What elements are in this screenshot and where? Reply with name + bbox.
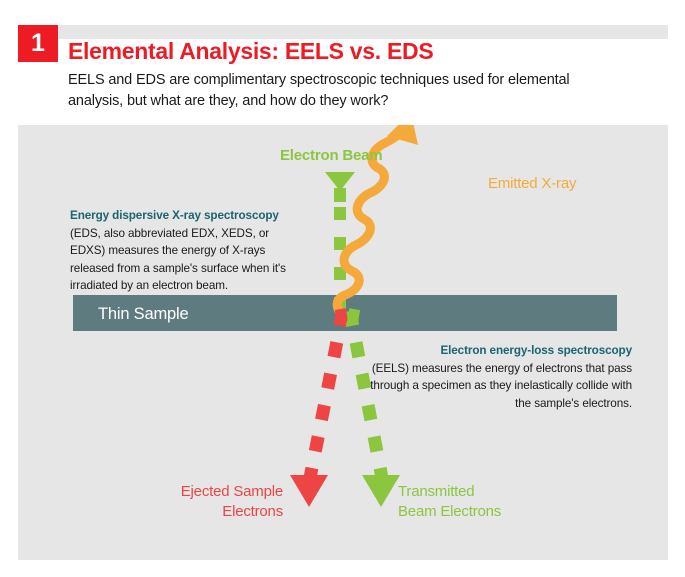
eels-body: (EELS) measures the energy of electrons …: [370, 362, 632, 410]
label-ejected-line1: Ejected Sample: [180, 483, 283, 500]
label-ejected-sample-electrons: Ejected Sample Electrons: [148, 482, 283, 522]
label-transmitted-beam-electrons: Transmitted Beam Electrons: [398, 482, 558, 522]
diagram-graphics: [73, 125, 617, 507]
label-thin-sample: Thin Sample: [98, 305, 189, 323]
header-gray-band: [18, 25, 668, 39]
eels-description-block: Electron energy-loss spectroscopy (EELS)…: [370, 342, 632, 412]
label-transmitted-line2: Beam Electrons: [398, 502, 502, 520]
eds-heading: Energy dispersive X-ray spectroscopy: [70, 209, 279, 222]
label-ejected-line2: Electrons: [222, 502, 283, 520]
label-electron-beam: Electron Beam: [280, 147, 383, 164]
diagram-panel: Electron Beam Emitted X-ray Thin Sample …: [18, 125, 668, 560]
interaction-point: [334, 308, 361, 325]
emitted-xray-arrow: [332, 125, 418, 325]
electron-beam-arrow: [325, 172, 355, 311]
step-number-badge: 1: [18, 25, 58, 62]
page-title: Elemental Analysis: EELS vs. EDS: [68, 38, 434, 64]
label-transmitted-line1: Transmitted: [398, 483, 475, 500]
label-emitted-xray: Emitted X-ray: [488, 175, 577, 192]
eels-heading: Electron energy-loss spectroscopy: [440, 344, 632, 357]
ejected-electrons-arrow: [290, 309, 350, 507]
transmitted-electrons-arrow: [343, 309, 400, 507]
eds-description-block: Energy dispersive X-ray spectroscopy (ED…: [70, 207, 298, 294]
page-subtitle: EELS and EDS are complimentary spectrosc…: [68, 72, 570, 109]
eds-body: (EDS, also abbreviated EDX, XEDS, or EDX…: [70, 227, 286, 292]
